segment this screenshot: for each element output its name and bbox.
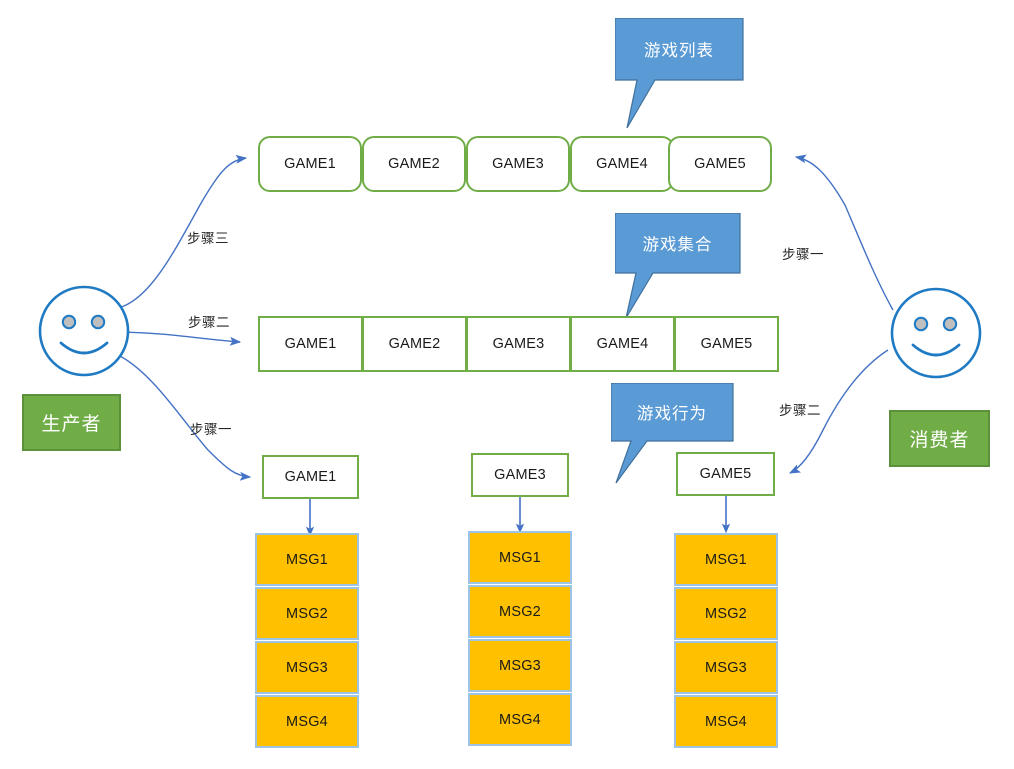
- game-list-item-4[interactable]: GAME4: [570, 136, 674, 192]
- smiley-face-icon: [890, 287, 982, 379]
- step-label-consumer-2: 步骤二: [779, 403, 821, 418]
- message-5-4[interactable]: MSG4: [674, 695, 778, 748]
- game-collection-item-1[interactable]: GAME1: [258, 316, 363, 372]
- game-list-item-1[interactable]: GAME1: [258, 136, 362, 192]
- message-5-1[interactable]: MSG1: [674, 533, 778, 586]
- message-3-4[interactable]: MSG4: [468, 693, 572, 746]
- message-3-3[interactable]: MSG3: [468, 639, 572, 692]
- game-collection-item-5[interactable]: GAME5: [674, 316, 779, 372]
- game-collection-item-4[interactable]: GAME4: [570, 316, 675, 372]
- callout-game-collection: 游戏集合: [615, 213, 741, 319]
- game-list-item-5[interactable]: GAME5: [668, 136, 772, 192]
- message-1-4[interactable]: MSG4: [255, 695, 359, 748]
- callout-game-list-shape: [615, 18, 744, 129]
- step-label-consumer-1: 步骤一: [782, 247, 824, 262]
- step-label-producer-3: 步骤三: [187, 231, 229, 246]
- step-label-producer-2: 步骤二: [188, 315, 230, 330]
- smiley-face-icon: [38, 285, 130, 377]
- consumer-label: 消费者: [889, 410, 990, 467]
- callout-game-behavior: 游戏行为: [611, 383, 734, 484]
- message-3-1[interactable]: MSG1: [468, 531, 572, 584]
- step-label-producer-1: 步骤一: [190, 422, 232, 437]
- callout-game-list: 游戏列表: [615, 18, 744, 129]
- callout-game-collection-text: 游戏集合: [642, 236, 713, 254]
- callout-game-behavior-text: 游戏行为: [637, 405, 707, 423]
- message-5-3[interactable]: MSG3: [674, 641, 778, 694]
- game-list-item-2[interactable]: GAME2: [362, 136, 466, 192]
- message-1-1[interactable]: MSG1: [255, 533, 359, 586]
- message-1-3[interactable]: MSG3: [255, 641, 359, 694]
- edge-consumer-to-game-list: [794, 154, 894, 311]
- producer-avatar[interactable]: [36, 283, 132, 384]
- game-behavior-game-1[interactable]: GAME1: [262, 455, 359, 499]
- producer-label: 生产者: [22, 394, 121, 451]
- message-5-2[interactable]: MSG2: [674, 587, 778, 640]
- edge-producer-to-game-collection: [119, 331, 242, 346]
- message-1-2[interactable]: MSG2: [255, 587, 359, 640]
- game-collection-item-3[interactable]: GAME3: [466, 316, 571, 372]
- game-collection-item-2[interactable]: GAME2: [362, 316, 467, 372]
- message-3-2[interactable]: MSG2: [468, 585, 572, 638]
- consumer-avatar[interactable]: [888, 285, 984, 386]
- game-behavior-game-3[interactable]: GAME3: [471, 453, 569, 497]
- callout-game-collection-shape: [615, 213, 741, 319]
- game-list-item-3[interactable]: GAME3: [466, 136, 570, 192]
- callout-game-list-text: 游戏列表: [644, 42, 714, 60]
- game-behavior-game-5[interactable]: GAME5: [676, 452, 775, 496]
- edge-producer-to-game-behavior: [117, 354, 252, 481]
